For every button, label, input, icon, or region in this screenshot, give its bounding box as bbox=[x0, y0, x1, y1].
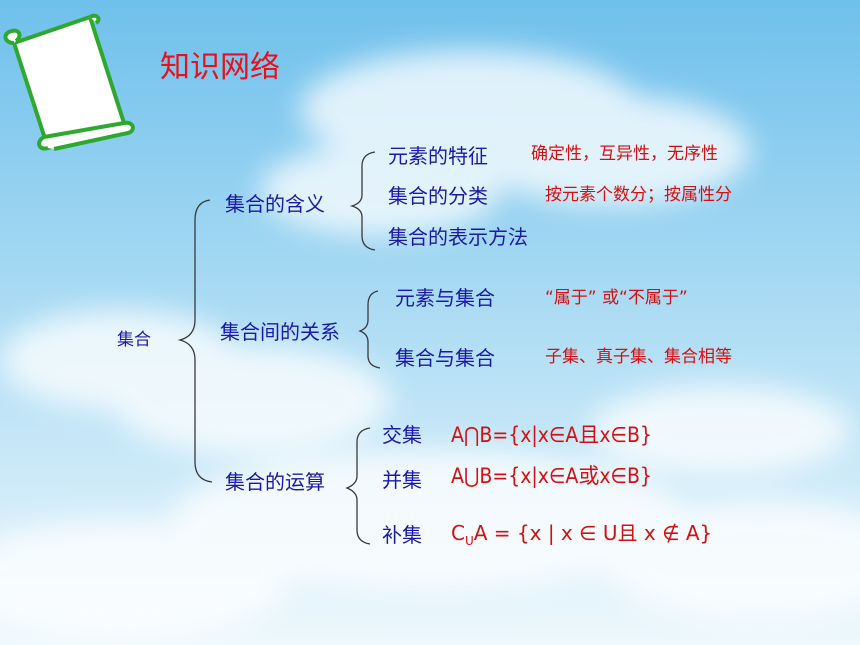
note-element-set: “属于” 或“不属于” bbox=[545, 288, 688, 308]
complement-expression: A = {x | x ∈ U且 x ∉ A} bbox=[473, 521, 713, 545]
scroll-icon bbox=[3, 13, 135, 151]
formula-union: A⋃B={x|x∈A或x∈B} bbox=[451, 464, 652, 488]
note-element-features: 确定性，互异性，无序性 bbox=[531, 144, 718, 164]
root-node: 集合 bbox=[117, 330, 151, 350]
leaf-node-set-set: 集合与集合 bbox=[395, 346, 495, 370]
page-title: 知识网络 bbox=[160, 50, 280, 85]
leaf-node-element-set: 元素与集合 bbox=[395, 286, 495, 310]
leaf-node-classification: 集合的分类 bbox=[388, 184, 488, 208]
branch-node-meaning: 集合的含义 bbox=[225, 192, 325, 216]
leaf-node-element-features: 元素的特征 bbox=[388, 144, 488, 168]
complement-symbol: C bbox=[451, 521, 465, 545]
branch-node-relations: 集合间的关系 bbox=[220, 320, 340, 344]
note-classification: 按元素个数分；按属性分 bbox=[545, 185, 732, 205]
leaf-node-union: 并集 bbox=[382, 468, 422, 492]
formula-intersection: A⋂B={x|x∈A且x∈B} bbox=[451, 423, 652, 447]
complement-universe-subscript: U bbox=[464, 534, 474, 548]
leaf-node-representation: 集合的表示方法 bbox=[388, 225, 528, 249]
leaf-node-complement: 补集 bbox=[382, 523, 422, 547]
leaf-node-intersection: 交集 bbox=[382, 423, 422, 447]
formula-complement: CUA = {x | x ∈ U且 x ∉ A} bbox=[451, 523, 712, 547]
note-set-set: 子集、真子集、集合相等 bbox=[545, 347, 732, 367]
branch-node-operations: 集合的运算 bbox=[225, 470, 325, 494]
